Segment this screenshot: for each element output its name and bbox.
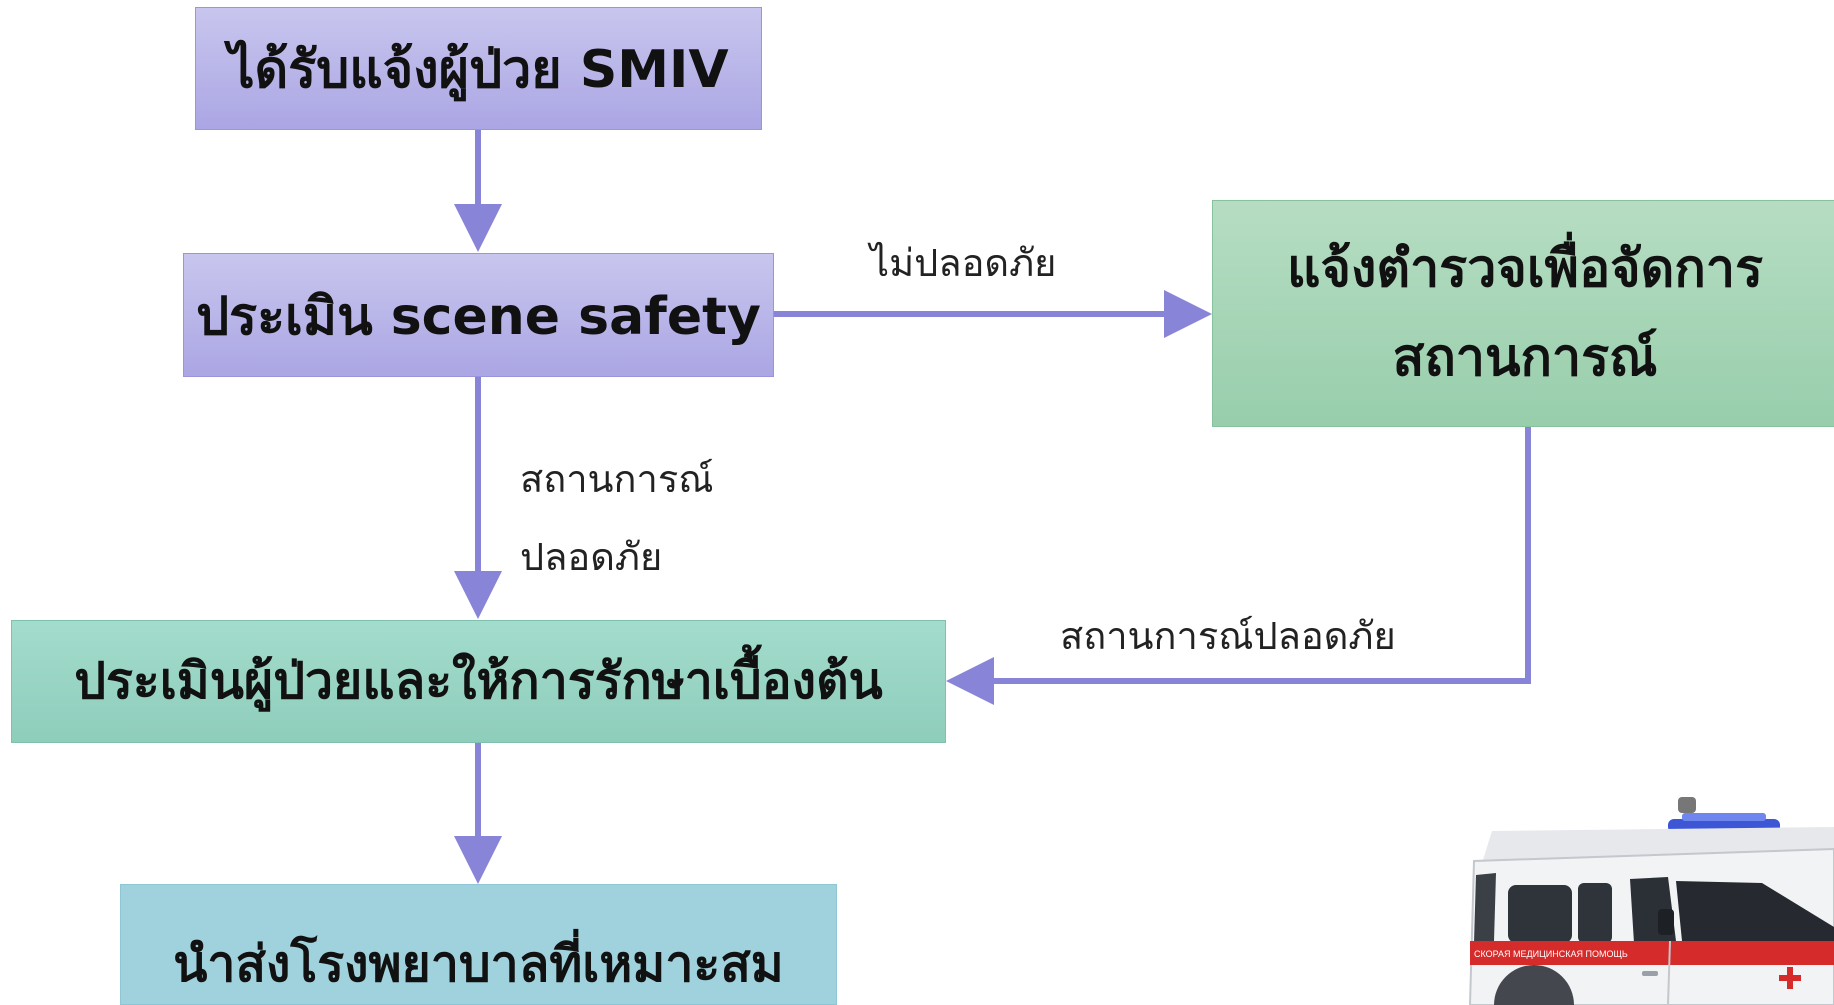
label-safe-line1: สถานการณ์	[520, 457, 714, 501]
box-notify-police: แจ้งตำรวจเพื่อจัดการ สถานการณ์	[1212, 200, 1834, 427]
box-notify-police-line1: แจ้งตำรวจเพื่อจัดการ	[1286, 239, 1764, 300]
box-receive-patient: ได้รับแจ้งผู้ป่วย SMIV	[195, 7, 762, 130]
box-scene-safety-text: ประเมิน scene safety	[196, 286, 761, 347]
box-notify-police-line2: สถานการณ์	[1392, 327, 1658, 388]
box-transfer-hospital-text: นำส่งโรงพยาบาลที่เหมาะสม	[173, 935, 784, 993]
ambulance-image: СКОРАЯ МЕДИЦИНСКАЯ ПОМОЩЬ	[1468, 797, 1834, 1005]
label-safe-line2: ปลอดภัย	[520, 535, 663, 579]
box-assess-treat-text: ประเมินผู้ป่วยและให้การรักษาเบื้องต้น	[74, 652, 883, 710]
label-unsafe: ไม่ปลอดภัย	[870, 241, 1057, 285]
box-scene-safety: ประเมิน scene safety	[183, 253, 774, 377]
ambulance-side-text: СКОРАЯ МЕДИЦИНСКАЯ ПОМОЩЬ	[1474, 949, 1628, 959]
box-assess-treat: ประเมินผู้ป่วยและให้การรักษาเบื้องต้น	[11, 620, 946, 743]
box-transfer-hospital: นำส่งโรงพยาบาลที่เหมาะสม	[120, 884, 837, 1005]
arrow-police-to-assess	[946, 427, 1531, 705]
label-safe-return: สถานการณ์ปลอดภัย	[1060, 614, 1396, 658]
box-receive-patient-text: ได้รับแจ้งผู้ป่วย SMIV	[228, 40, 729, 100]
